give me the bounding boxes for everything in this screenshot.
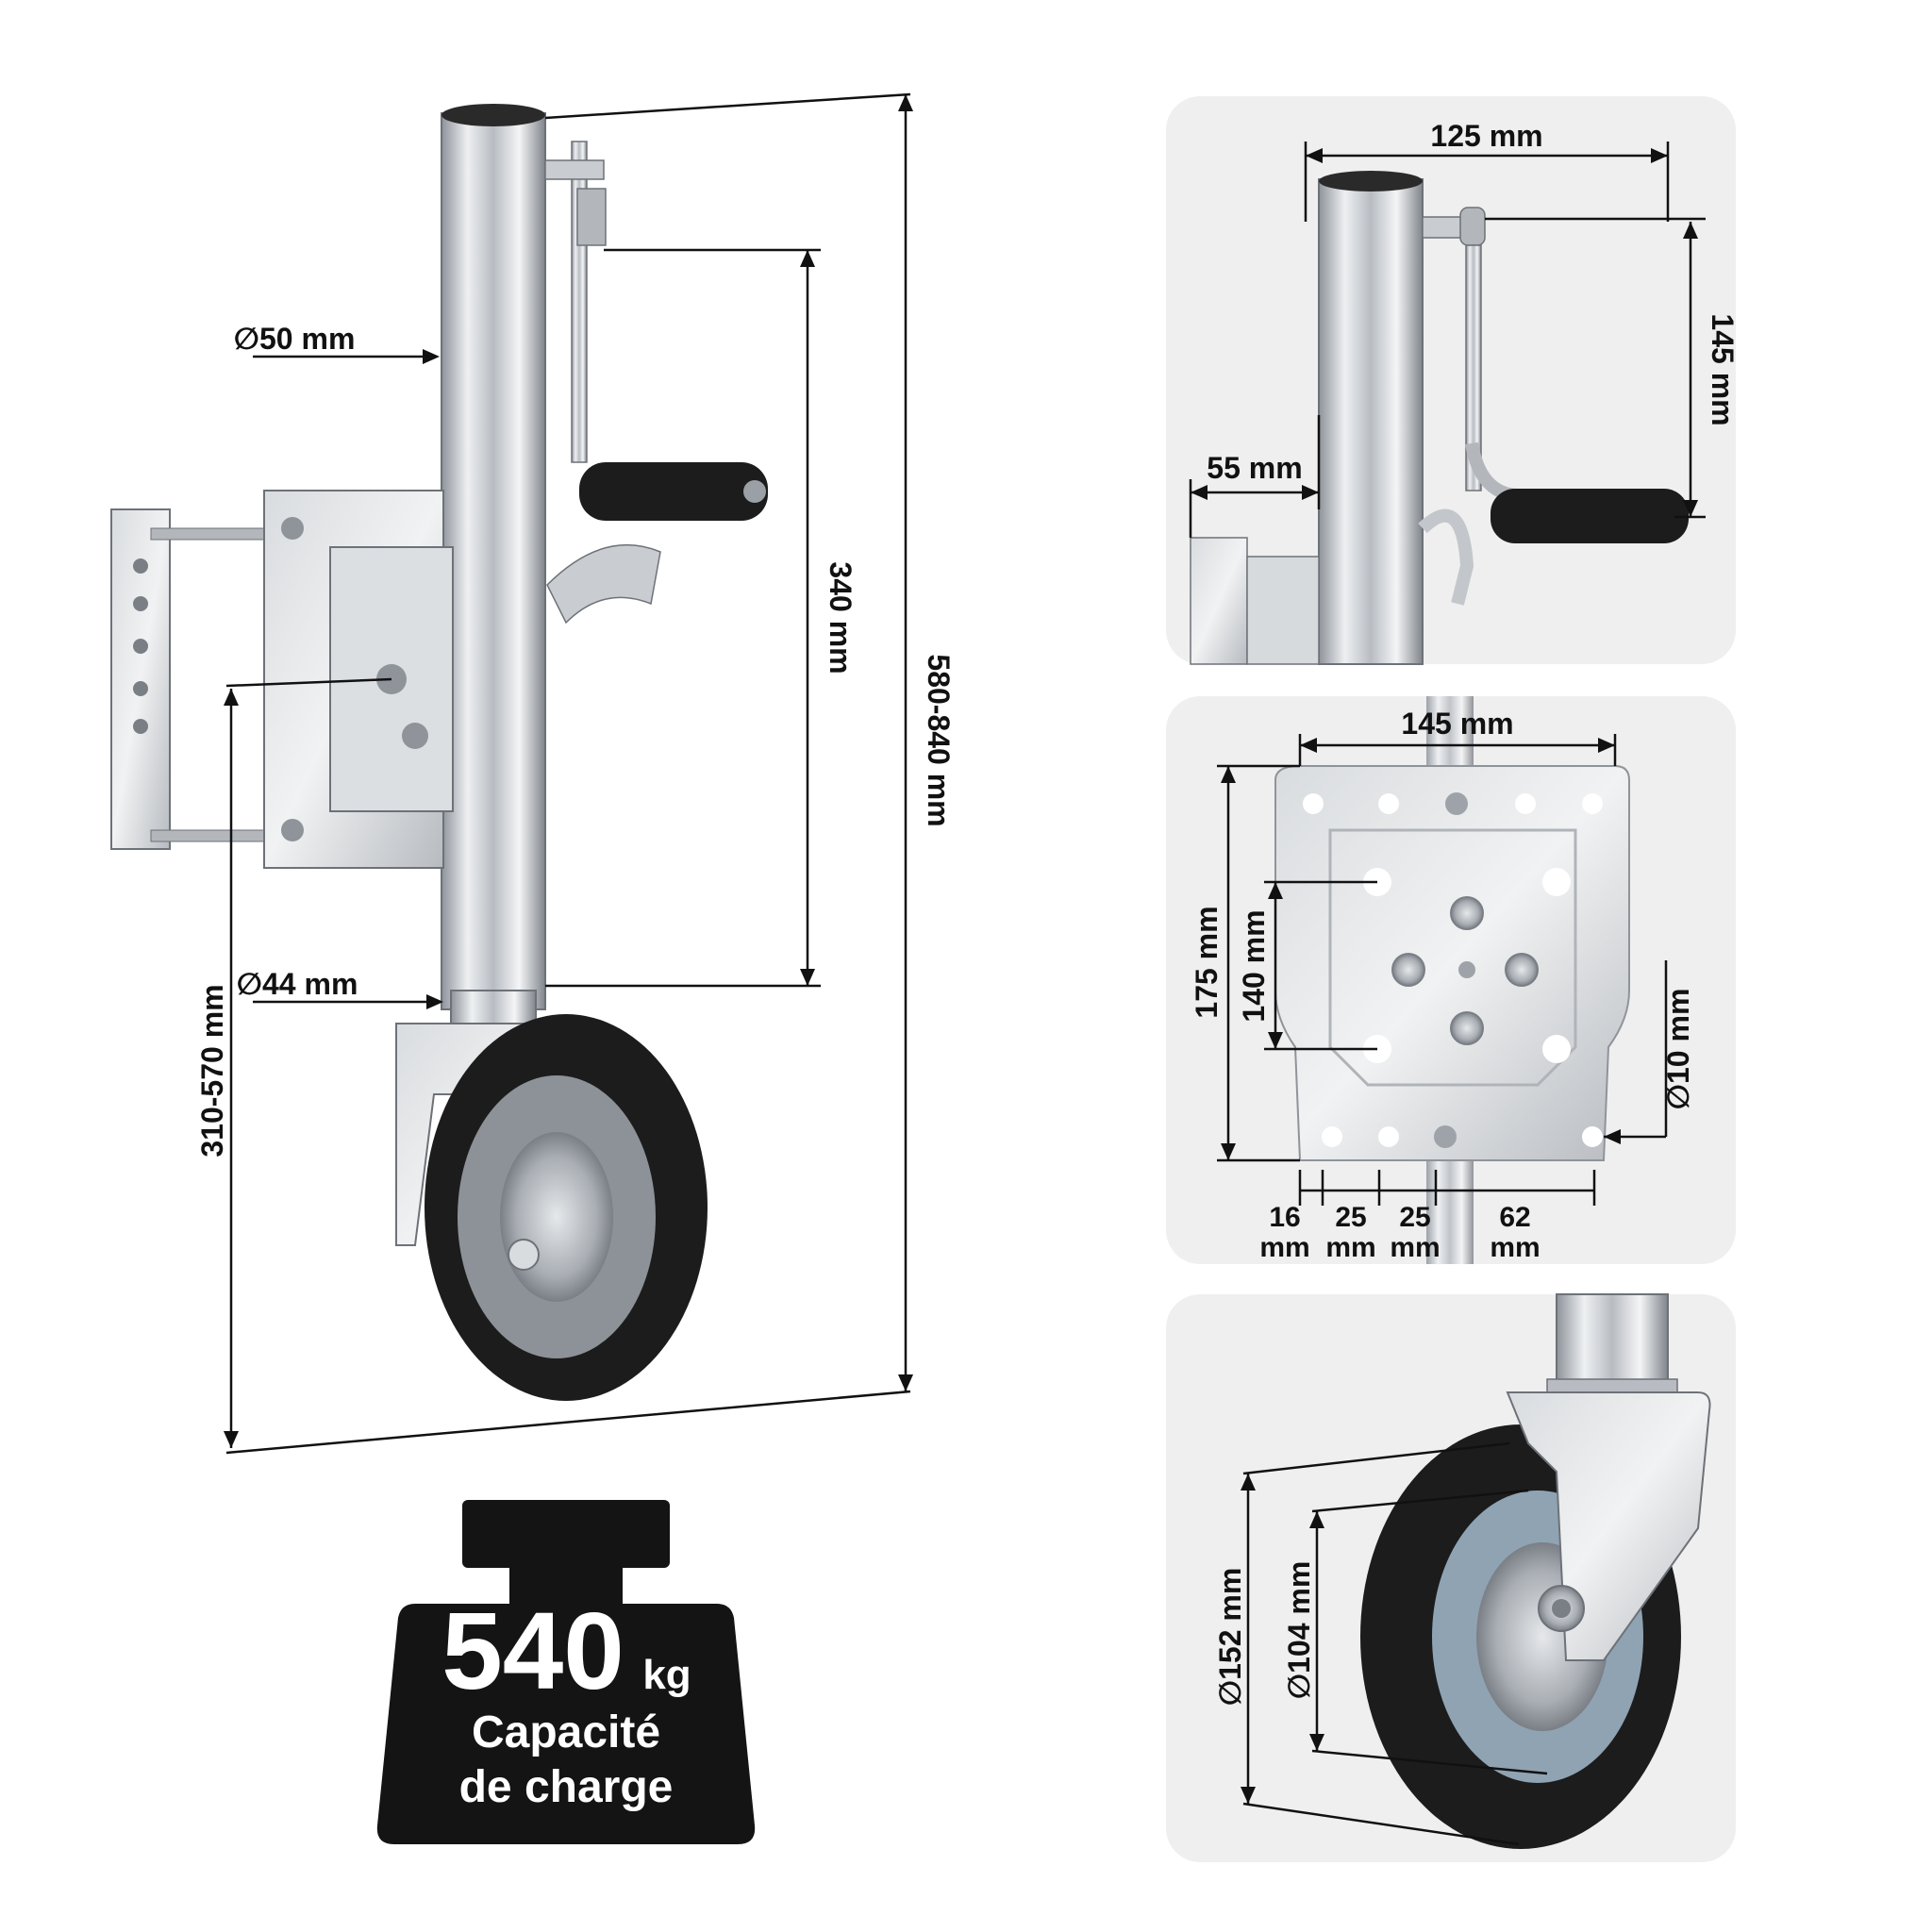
- wheel-inner-dia-label: ∅104 mm: [1282, 1561, 1316, 1700]
- handle-dimensions: [1189, 142, 1706, 538]
- total-height-label: 580-840 mm: [922, 654, 956, 826]
- wheel-detail-panel: [1166, 1293, 1736, 1862]
- capacity-value: 540: [441, 1590, 625, 1712]
- handle-detail-panel: [1166, 96, 1736, 665]
- mounting-bracket: [110, 490, 454, 869]
- plate-dimensions: [1217, 734, 1668, 1206]
- plate-height-label: 175 mm: [1190, 906, 1224, 1018]
- handle-offset-label: 55 mm: [1207, 451, 1302, 485]
- handle-width-label: 125 mm: [1430, 119, 1542, 153]
- inner-tube: [450, 990, 537, 1029]
- plate-width-label: 145 mm: [1401, 707, 1513, 741]
- capacity-line2: de charge: [459, 1762, 674, 1812]
- crank-grip: [579, 462, 768, 521]
- spacing-2-value: 25: [1335, 1202, 1366, 1233]
- capacity-unit: kg: [642, 1652, 691, 1698]
- hole-dia-label: ∅10 mm: [1661, 989, 1695, 1110]
- spacing-2-unit: mm: [1325, 1232, 1375, 1263]
- plate-detail-panel: [1166, 696, 1736, 1264]
- handle-height-label: 145 mm: [1706, 313, 1740, 425]
- spacing-1-value: 16: [1269, 1202, 1300, 1233]
- main-jack-illustration: [110, 104, 768, 1401]
- dia-outer-label: ∅50 mm: [234, 322, 356, 356]
- spacing-3-unit: mm: [1390, 1232, 1440, 1263]
- spacing-4-value: 62: [1499, 1202, 1530, 1233]
- wheel-height-label: 310-570 mm: [195, 984, 229, 1157]
- detail-tube: [1318, 178, 1424, 665]
- capacity-line1: Capacité: [472, 1707, 660, 1757]
- stroke-label: 340 mm: [824, 561, 858, 674]
- dia-inner-label: ∅44 mm: [237, 967, 358, 1001]
- hole-spacing-label: 140 mm: [1237, 909, 1271, 1022]
- wheel-outer-dia-label: ∅152 mm: [1213, 1568, 1247, 1707]
- main-wheel: [425, 1014, 708, 1401]
- crank-handle: [544, 141, 768, 625]
- capacity-weight-icon: [376, 1500, 756, 1844]
- tube-cap: [441, 104, 545, 126]
- outer-tube: [441, 112, 546, 1010]
- spacing-1-unit: mm: [1259, 1232, 1309, 1263]
- main-dimensions: [224, 92, 913, 1455]
- spacing-3-value: 25: [1399, 1202, 1430, 1233]
- spacing-4-unit: mm: [1490, 1232, 1540, 1263]
- detail-grip: [1491, 489, 1689, 543]
- mounting-plate: [1274, 765, 1630, 1161]
- wheel-dimensions: [1241, 1441, 1548, 1846]
